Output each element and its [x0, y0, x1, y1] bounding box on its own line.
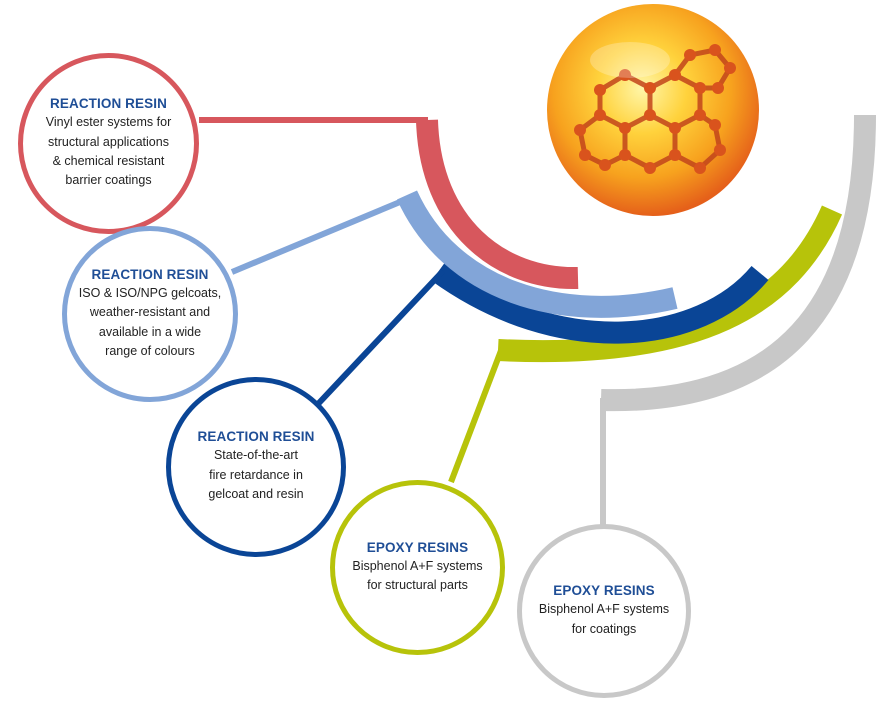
- connector-lines: [199, 117, 606, 527]
- node-text-line: gelcoat and resin: [208, 487, 304, 502]
- node-gelcoats: REACTION RESIN ISO & ISO/NPG gelcoats, w…: [62, 226, 238, 402]
- node-text-line: for structural parts: [367, 578, 468, 592]
- node-title: REACTION RESIN: [50, 96, 167, 112]
- node-text-line: structural applications: [48, 134, 169, 149]
- node-text-line: Bisphenol A+F systems: [538, 602, 670, 617]
- node-vinyl-ester: REACTION RESIN Vinyl ester systems for s…: [18, 53, 199, 234]
- node-text-line: ISO & ISO/NPG gelcoats,: [78, 285, 222, 300]
- node-epoxy-structural: EPOXY RESINS Bisphenol A+F systems for s…: [330, 480, 505, 655]
- node-text-line: available in a wide: [98, 324, 202, 339]
- node-text-line: fire retardance in: [209, 467, 303, 482]
- connector-lime: [448, 346, 505, 484]
- node-title: EPOXY RESINS: [366, 539, 469, 555]
- node-fire-retardance: REACTION RESIN State-of-the-art fire ret…: [166, 377, 346, 557]
- connector-lightblue: [230, 194, 414, 275]
- arc-lightblue: [396, 190, 678, 318]
- connector-darkblue: [315, 268, 446, 407]
- node-title: EPOXY RESINS: [553, 583, 655, 599]
- arc-group: [396, 114, 876, 412]
- node-text-line: & chemical resistant: [52, 154, 165, 168]
- node-epoxy-coatings: EPOXY RESINS Bisphenol A+F systems for c…: [517, 524, 691, 698]
- node-text-line: Bisphenol A+F systems: [352, 558, 483, 573]
- node-text-line: range of colours: [105, 343, 195, 358]
- node-title: REACTION RESIN: [197, 429, 315, 445]
- arc-red: [416, 119, 579, 290]
- node-text-line: weather-resistant and: [89, 305, 211, 320]
- molecule-sphere-image: [547, 4, 759, 216]
- arc-darkblue: [431, 263, 769, 344]
- node-text-line: State-of-the-art: [213, 448, 299, 463]
- node-text-line: barrier coatings: [65, 173, 152, 188]
- node-title: REACTION RESIN: [91, 266, 209, 282]
- arc-lime: [497, 205, 843, 363]
- arc-gray: [600, 114, 876, 412]
- node-text-line: Vinyl ester systems for: [45, 115, 172, 130]
- node-text-line: for coatings: [571, 621, 637, 636]
